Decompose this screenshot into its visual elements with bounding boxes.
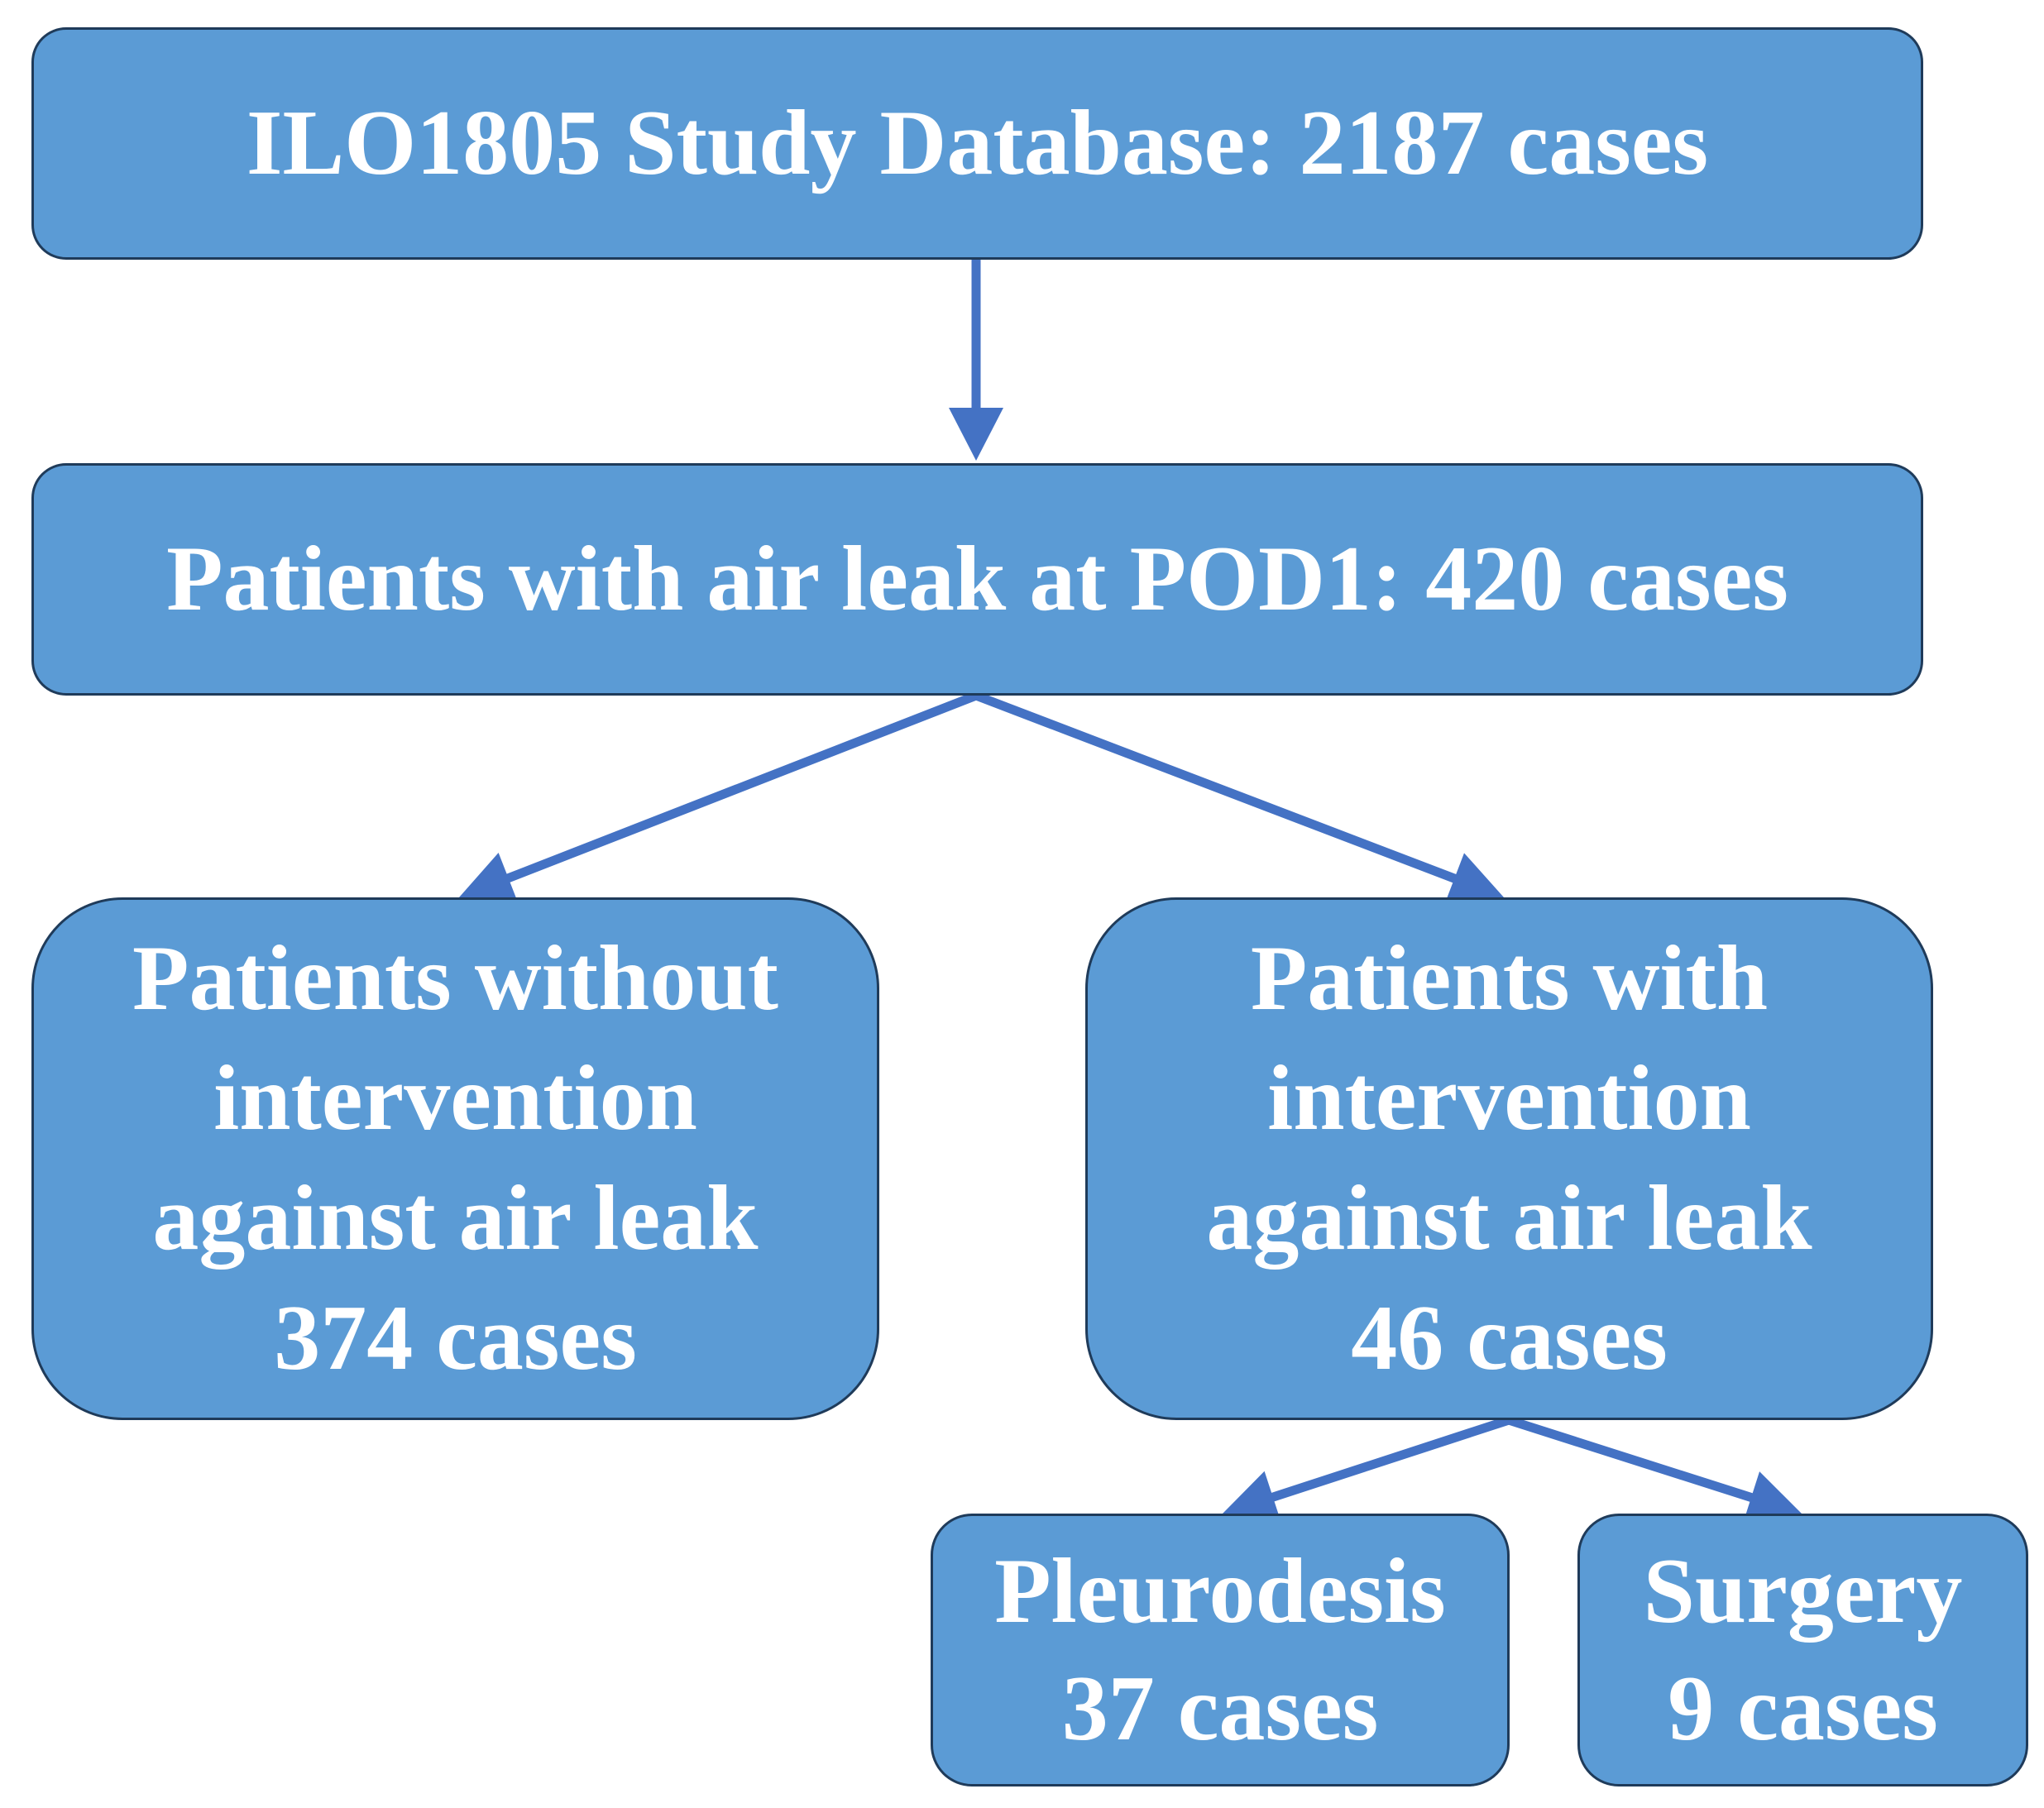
node-without-intervention-line-1: Patients without: [132, 927, 778, 1030]
arrow-shaft: [974, 691, 1459, 884]
node-air-leak-pod1-line: Patients with air leak at POD1: 420 case…: [166, 528, 1788, 630]
node-surgery: Surgery 9 cases: [1577, 1514, 2028, 1786]
node-without-intervention-text: Patients without intervention against ai…: [132, 919, 778, 1399]
arrow-shaft: [503, 691, 979, 884]
node-pleurodesis: Pleurodesis 37 cases: [931, 1514, 1510, 1786]
node-without-intervention-line-2: intervention: [213, 1047, 697, 1150]
arrow-head: [949, 408, 1003, 461]
node-air-leak-pod1-text: Patients with air leak at POD1: 420 case…: [166, 526, 1788, 633]
node-surgery-line-2: 9 cases: [1668, 1657, 1938, 1760]
node-without-intervention-line-4: 374 cases: [274, 1287, 637, 1389]
arrow-shaft: [1507, 1415, 1756, 1503]
node-air-leak-pod1: Patients with air leak at POD1: 420 case…: [31, 463, 1923, 696]
node-with-intervention-text: Patients with intervention against air l…: [1206, 919, 1812, 1399]
node-with-intervention-line-3: against air leak: [1206, 1167, 1812, 1270]
arrow-with-intervention-to-pleurodesis: [1223, 1415, 1510, 1523]
node-pleurodesis-text: Pleurodesis 37 cases: [994, 1533, 1446, 1767]
node-with-intervention-line-2: intervention: [1267, 1047, 1751, 1150]
node-pleurodesis-line-1: Pleurodesis: [994, 1540, 1446, 1643]
arrow-head: [1742, 1471, 1802, 1523]
node-with-intervention: Patients with intervention against air l…: [1085, 897, 1933, 1420]
arrow-database-to-air-leak-pod1: [949, 260, 1003, 461]
node-with-intervention-line-1: Patients with: [1250, 927, 1769, 1030]
node-pleurodesis-line-2: 37 cases: [1061, 1657, 1379, 1760]
node-without-intervention: Patients without intervention against ai…: [31, 897, 879, 1420]
arrow-with-intervention-to-surgery: [1507, 1415, 1802, 1523]
node-database-text: ILO1805 Study Database: 2187 cases: [247, 90, 1708, 197]
node-without-intervention-line-3: against air leak: [152, 1167, 759, 1270]
arrow-shaft: [1268, 1415, 1510, 1503]
node-with-intervention-line-4: 46 cases: [1351, 1287, 1668, 1389]
arrow-air-leak-pod1-to-without-intervention: [459, 691, 979, 904]
node-database-line: ILO1805 Study Database: 2187 cases: [246, 92, 1709, 194]
node-surgery-text: Surgery 9 cases: [1644, 1533, 1963, 1767]
arrow-head: [1444, 853, 1504, 904]
arrow-head: [459, 852, 519, 904]
arrow-air-leak-pod1-to-with-intervention: [974, 691, 1504, 904]
arrow-head: [1223, 1471, 1282, 1523]
node-database: ILO1805 Study Database: 2187 cases: [31, 27, 1923, 260]
node-surgery-line-1: Surgery: [1643, 1540, 1963, 1643]
